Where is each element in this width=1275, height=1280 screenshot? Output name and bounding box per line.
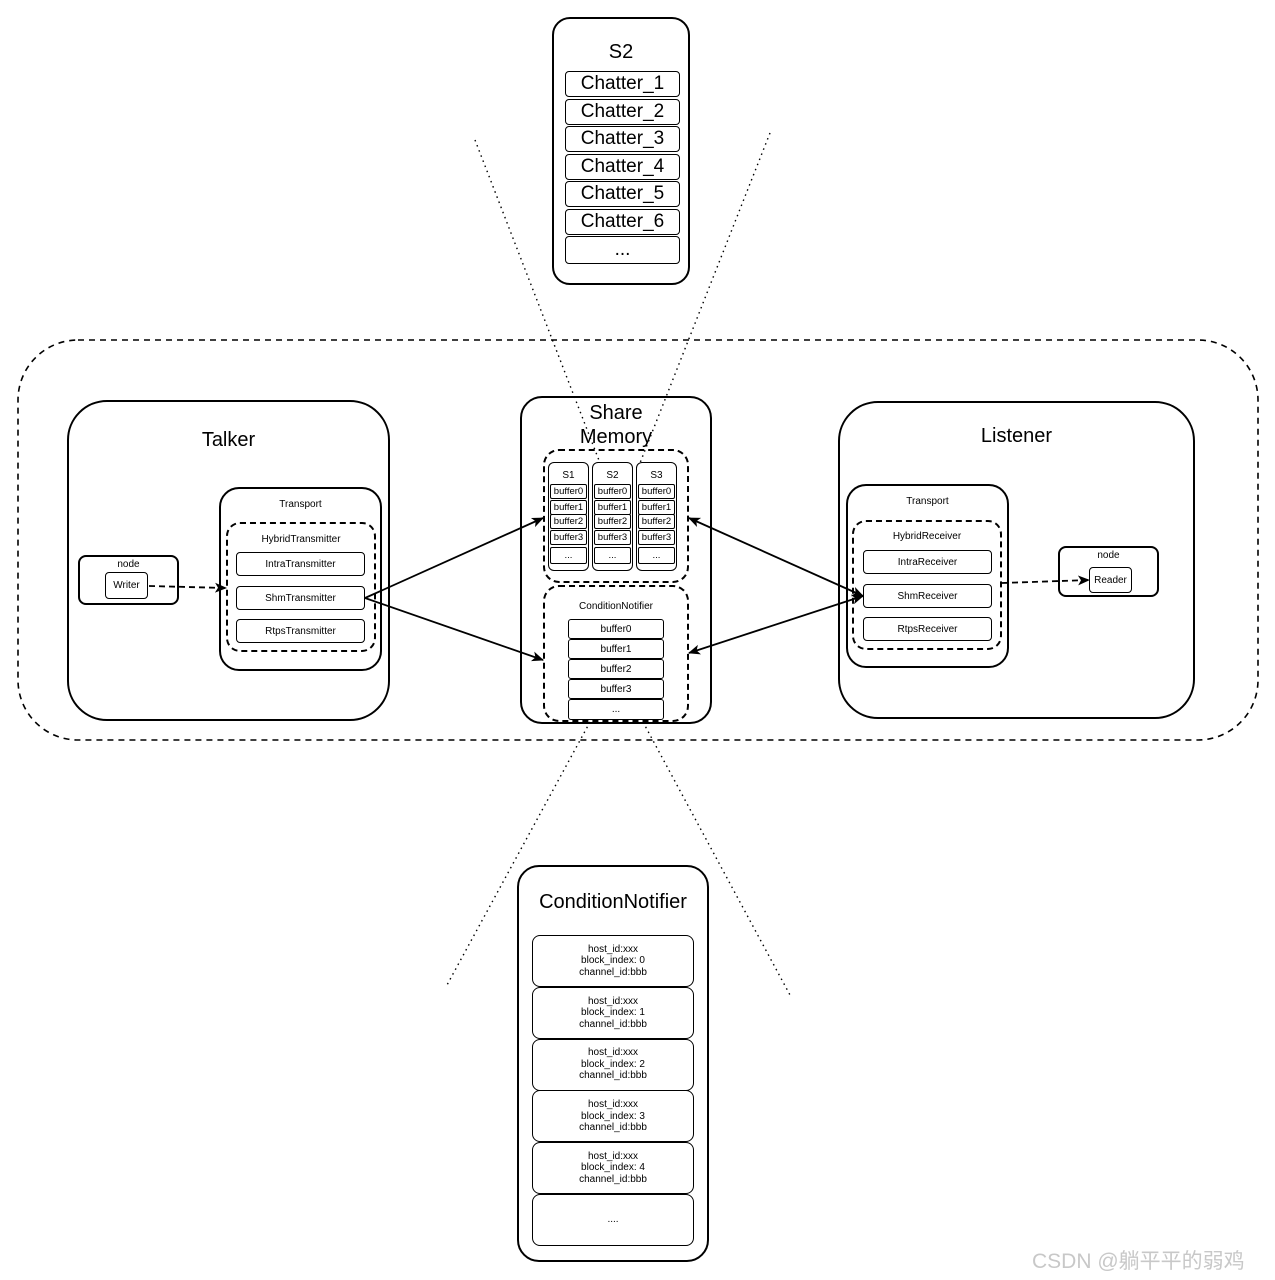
s2-chatter-item[interactable]: Chatter_6 [565,208,680,235]
notifier-buffer[interactable]: buffer3 [568,679,664,699]
notifier-buffer[interactable]: buffer1 [568,639,664,659]
talker-node: node [78,555,179,605]
listener-node-label: node [1097,550,1120,561]
s2-panel-title: S2 [608,41,634,63]
notifier-buffer[interactable]: ... [568,699,664,720]
notifier-block[interactable]: host_id:xxx block_index: 2 channel_id:bb… [532,1038,694,1091]
segment-buffer[interactable]: buffer2 [638,514,675,529]
segments-group [543,449,689,583]
notifier-shm-receiver-arrow [688,594,864,655]
rtps-receiver[interactable]: RtpsReceiver [863,617,992,641]
segment-buffer[interactable]: buffer3 [594,530,631,545]
s2-chatter-item[interactable]: Chatter_4 [565,153,680,180]
shm-transmitter[interactable]: ShmTransmitter [236,586,365,610]
hybrid-receiver-label: HybridReceiver [892,531,962,542]
watermark: CSDN @躺平平的弱鸡 [1032,1250,1245,1273]
s2-chatter-item[interactable]: Chatter_3 [565,126,680,152]
notifier-buffer[interactable]: buffer2 [568,659,664,679]
segment-buffer[interactable]: buffer3 [638,530,675,545]
listener-node: node [1058,546,1159,597]
rtps-transmitter[interactable]: RtpsTransmitter [236,619,365,643]
talker-node-label: node [117,559,140,570]
s2-chatter-item[interactable]: Chatter_2 [565,98,680,125]
segment-name: S1 [562,470,575,481]
intra-receiver[interactable]: IntraReceiver [863,550,992,574]
s2-chatter-item[interactable]: ... [565,236,680,264]
reader-box[interactable]: Reader [1089,567,1132,593]
listener-title: Listener [980,425,1053,447]
shm-receiver[interactable]: ShmReceiver [863,584,992,608]
notifier-block[interactable]: .... [532,1194,694,1246]
notifier-block[interactable]: host_id:xxx block_index: 4 channel_id:bb… [532,1142,694,1195]
condition-notifier-panel-title: ConditionNotifier [539,891,687,913]
segment-name: S3 [650,470,663,481]
notifier-buffer[interactable]: buffer0 [568,619,664,639]
notifier-block[interactable]: host_id:xxx block_index: 3 channel_id:bb… [532,1090,694,1143]
writer-box[interactable]: Writer [105,572,148,599]
segment-name: S2 [606,470,619,481]
s2-chatter-item[interactable]: Chatter_5 [565,181,680,207]
shm-to-segments-arrow [364,517,544,599]
segment-buffer[interactable]: ... [638,547,675,564]
share-memory-title-line1: Share [586,402,646,425]
intra-transmitter[interactable]: IntraTransmitter [236,552,365,576]
segment-buffer[interactable]: buffer1 [594,500,631,515]
segment-buffer[interactable]: buffer2 [550,514,587,529]
segment-buffer[interactable]: ... [550,547,587,564]
segment-buffer[interactable]: buffer0 [550,484,587,499]
segment-buffer[interactable]: buffer1 [638,500,675,515]
notifier-block[interactable]: host_id:xxx block_index: 1 channel_id:bb… [532,986,694,1039]
hybrid-transmitter-label: HybridTransmitter [261,534,341,545]
segment-buffer[interactable]: buffer0 [594,484,631,499]
s2-chatter-item[interactable]: Chatter_1 [565,71,680,97]
share-memory-title-line2: Memory [579,426,653,448]
notifier-block[interactable]: host_id:xxx block_index: 0 channel_id:bb… [532,935,694,987]
segment-buffer[interactable]: buffer0 [638,484,675,499]
talker-transport-label: Transport [279,499,322,510]
segment-buffer[interactable]: buffer3 [550,530,587,545]
listener-transport-label: Transport [906,496,949,507]
segment-buffer[interactable]: buffer2 [594,514,631,529]
condition-notifier-label: ConditionNotifier [579,601,653,612]
talker-title: Talker [201,429,256,451]
segment-buffer[interactable]: ... [594,547,631,564]
shm-to-notifier-arrow [364,597,544,662]
segments-shm-receiver-arrow [688,517,864,597]
segment-buffer[interactable]: buffer1 [550,500,587,515]
condition-notifier-group: ConditionNotifier [543,585,689,722]
